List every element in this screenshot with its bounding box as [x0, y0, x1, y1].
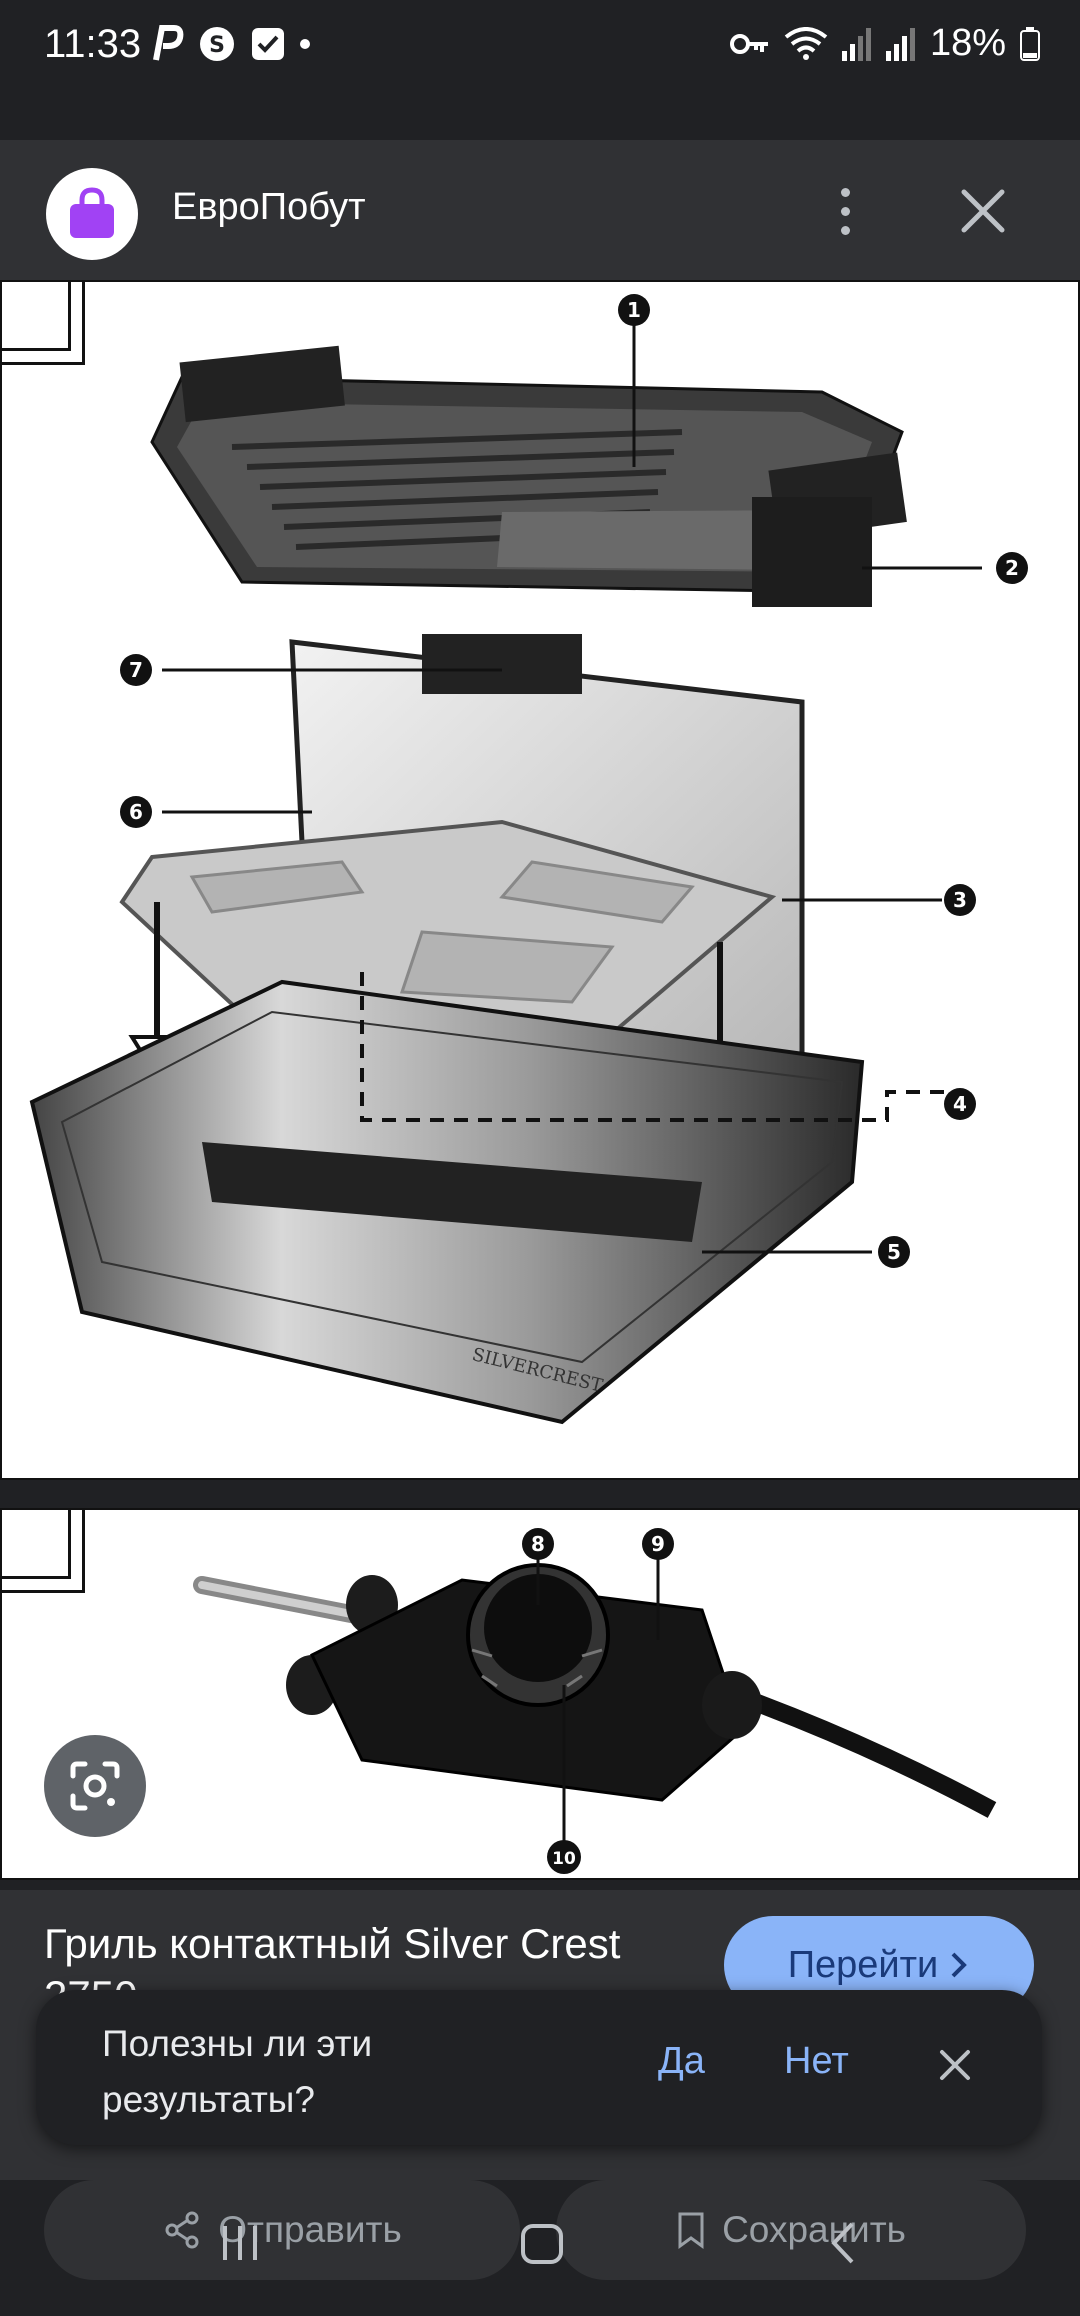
callout-5: 5 — [887, 1240, 901, 1264]
vpn-key-icon — [729, 33, 768, 54]
more-dot — [840, 187, 850, 197]
thermostat-diagram-panel: 8 9 10 — [0, 1508, 1080, 1880]
battery-icon — [1020, 26, 1040, 61]
feedback-yes-button[interactable]: Да — [658, 2040, 705, 2082]
callout-3: 3 — [953, 888, 967, 912]
callout-numbers — [120, 294, 1028, 1268]
svg-text:S: S — [209, 33, 225, 58]
battery-percent: 18% — [929, 22, 1006, 64]
callout-2: 2 — [1005, 556, 1019, 580]
visit-button-label: Перейти — [787, 1943, 939, 1986]
bookmark-icon — [678, 2212, 704, 2249]
callout-6: 6 — [129, 800, 143, 824]
chevron-right-icon — [951, 1952, 968, 1978]
callout-7: 7 — [129, 658, 143, 682]
notification-icons: S — [150, 24, 310, 64]
feedback-no-button[interactable]: Нет — [784, 2040, 849, 2082]
feedback-question: Полезны ли эти результаты? — [102, 2023, 373, 2120]
system-indicators: 18% — [729, 22, 1040, 65]
product-image[interactable]: 1 2 3 4 5 6 7 SILVERCREST — [0, 280, 1080, 1890]
share-icon — [165, 2211, 199, 2249]
callout-10: 10 — [552, 1849, 576, 1869]
callout-8: 8 — [531, 1532, 545, 1556]
corner-frame — [2, 282, 85, 365]
shopping-bag-icon — [70, 187, 114, 238]
lens-search-button[interactable] — [44, 1735, 146, 1837]
save-label: Сохранить — [722, 2209, 906, 2250]
thermostat-diagram: 8 9 10 — [193, 1528, 997, 1874]
action-bar: Отправить Сохранить — [0, 2180, 1080, 2316]
save-button[interactable]: Сохранить — [556, 2180, 1026, 2280]
signal-icon-1 — [841, 27, 871, 61]
p-app-icon — [153, 25, 184, 61]
share-button[interactable]: Отправить — [44, 2180, 520, 2280]
grill-diagram: 1 2 3 4 5 6 7 SILVERCREST — [29, 294, 1028, 1425]
result-header: ЕвроПобут — [0, 140, 1080, 280]
share-label: Отправить — [218, 2209, 402, 2250]
status-time: 11:33 — [44, 22, 142, 66]
grill-diagram-panel: 1 2 3 4 5 6 7 SILVERCREST — [0, 280, 1080, 1480]
wifi-icon — [784, 26, 828, 60]
more-dot — [840, 225, 850, 235]
more-notifications-dot — [300, 39, 310, 49]
site-name[interactable]: ЕвроПобут — [172, 186, 366, 228]
callout-9: 9 — [651, 1532, 665, 1556]
more-options-button[interactable] — [820, 176, 870, 246]
site-avatar[interactable] — [46, 168, 138, 260]
close-icon[interactable] — [926, 2036, 984, 2094]
signal-icon-2 — [885, 27, 915, 61]
feedback-card: Полезны ли эти результаты? Да Нет — [36, 1990, 1042, 2145]
more-dot — [840, 206, 850, 216]
corner-frame — [2, 1510, 85, 1593]
callout-4: 4 — [953, 1092, 967, 1116]
result-title[interactable]: Гриль контактный Silver Crest 2750 … — [44, 1920, 621, 2014]
lens-icon — [70, 1761, 120, 1811]
callout-1: 1 — [627, 298, 641, 322]
close-icon[interactable] — [948, 176, 1018, 246]
status-bar: 11:33 S 18% — [0, 0, 1080, 95]
s-app-icon: S — [200, 27, 234, 61]
checkbox-app-icon — [252, 28, 284, 60]
